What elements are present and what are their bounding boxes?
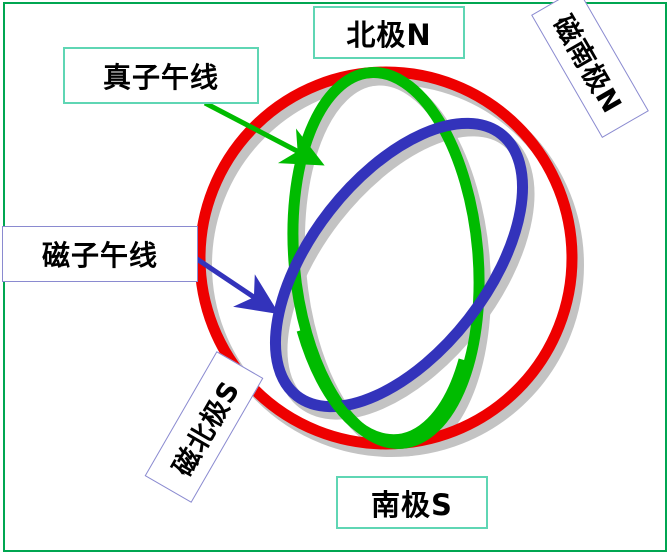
label-magnetic-meridian: 磁子午线: [2, 226, 198, 282]
label-north-pole-text: 北极N: [346, 17, 432, 52]
label-true-meridian-text: 真子午线: [102, 60, 219, 94]
true-meridian-arrow: [203, 100, 325, 166]
label-true-meridian: 真子午线: [63, 47, 259, 104]
label-north-pole: 北极N: [313, 6, 465, 59]
label-south-pole-text: 南极S: [371, 487, 453, 522]
green-ellipse-front-overlap: [296, 328, 470, 446]
blue-ellipse: [269, 117, 529, 413]
label-magnetic-meridian-text: 磁子午线: [41, 239, 158, 272]
magnetic-meridian-arrow: [189, 252, 280, 315]
label-south-pole: 南极S: [336, 476, 488, 529]
